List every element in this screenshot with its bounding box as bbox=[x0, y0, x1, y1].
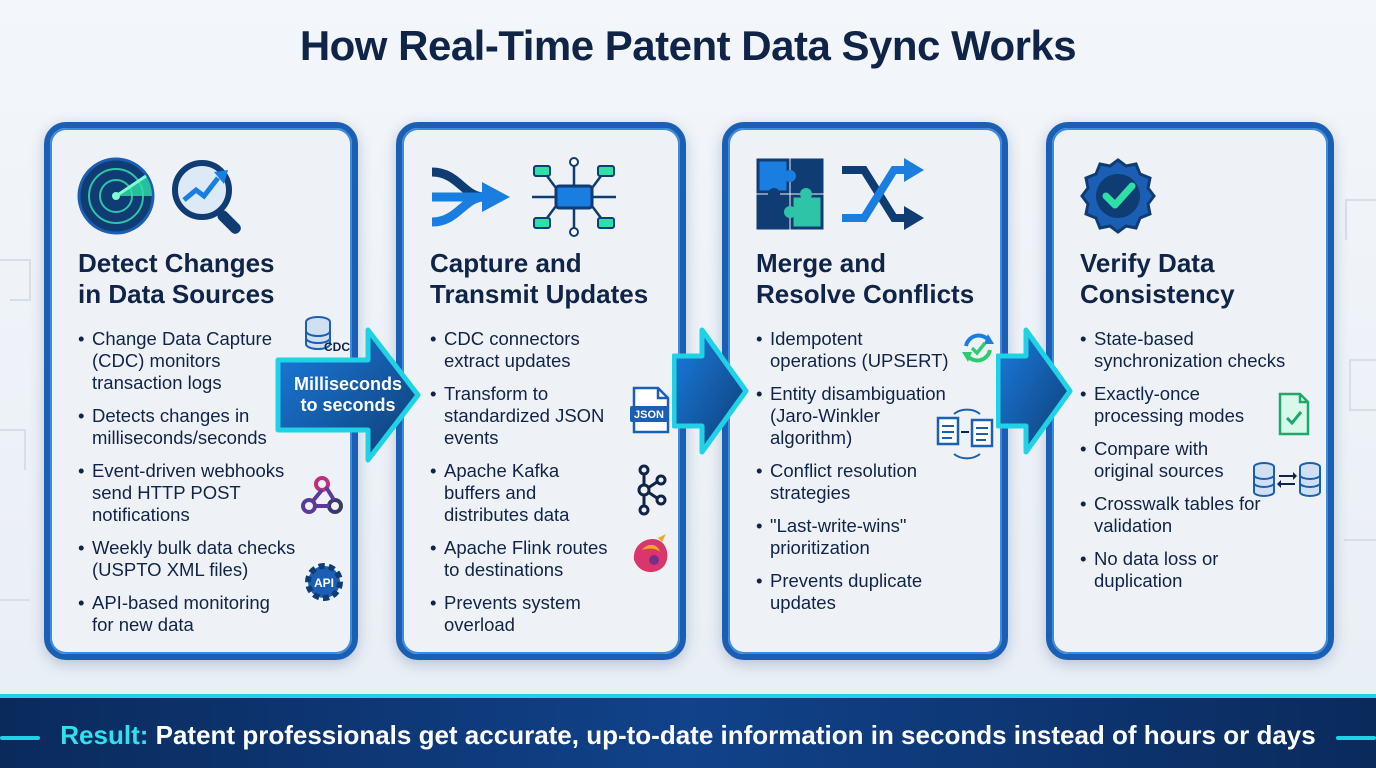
page-title: How Real-Time Patent Data Sync Works bbox=[299, 22, 1077, 69]
result-label: Result: bbox=[60, 720, 149, 750]
banner-accent-right bbox=[1336, 736, 1376, 740]
svg-text:API: API bbox=[314, 576, 334, 590]
puzzle-icon bbox=[756, 158, 824, 230]
json-file-icon: JSON bbox=[630, 386, 670, 434]
list-item: "Last-write-wins" prioritization bbox=[756, 515, 949, 559]
svg-text:JSON: JSON bbox=[634, 409, 664, 421]
shuffle-arrows-icon bbox=[842, 158, 924, 230]
flink-icon bbox=[633, 534, 668, 573]
list-item: Apache Flink routes to destinations bbox=[430, 537, 608, 581]
flow-arrow-2 bbox=[672, 327, 749, 455]
list-item: Prevents system overload bbox=[430, 592, 608, 636]
svg-text:CDC: CDC bbox=[324, 340, 350, 354]
network-hub-icon bbox=[532, 157, 616, 237]
document-compare-icon bbox=[936, 408, 994, 460]
list-item: Idempotent operations (UPSERT) bbox=[756, 328, 949, 372]
list-item: Prevents duplicate updates bbox=[756, 570, 949, 614]
kafka-icon bbox=[637, 464, 667, 516]
list-item: Apache Kafka buffers and distributes dat… bbox=[430, 460, 608, 526]
list-item: Detects changes in milliseconds/seconds bbox=[78, 405, 295, 449]
result-text: Result: Patent professionals get accurat… bbox=[60, 720, 1316, 750]
list-item: Compare with original sources bbox=[1080, 438, 1285, 482]
flow-arrow-1 bbox=[275, 327, 421, 463]
list-item: CDC connectors extract updates bbox=[430, 328, 608, 372]
merge-arrows-icon bbox=[431, 167, 510, 227]
panel-list: CDC connectors extract updates Transform… bbox=[430, 328, 608, 647]
database-compare-icon bbox=[1253, 462, 1321, 497]
flow-arrow-3 bbox=[996, 327, 1073, 455]
panel-list: Change Data Capture (CDC) monitors trans… bbox=[78, 328, 295, 647]
panel-icons bbox=[754, 156, 928, 240]
list-item: API-based monitoring for new data bbox=[78, 592, 295, 636]
panel-icons bbox=[428, 156, 622, 240]
panel-list: State-based synchronization checks Exact… bbox=[1080, 328, 1285, 603]
checked-document-icon bbox=[1278, 392, 1310, 436]
list-item: Crosswalk tables for validation bbox=[1080, 493, 1285, 537]
list-item: Conflict resolution strategies bbox=[756, 460, 949, 504]
banner-accent-left bbox=[0, 736, 40, 740]
magnifier-trend-icon bbox=[172, 160, 241, 234]
panel-icons bbox=[76, 156, 250, 240]
sync-check-icon bbox=[962, 333, 994, 363]
list-item: Exactly-once processing modes bbox=[1080, 383, 1285, 427]
cdc-database-icon: CDC bbox=[305, 316, 350, 354]
radar-icon bbox=[77, 157, 155, 235]
panel-list: Idempotent operations (UPSERT) Entity di… bbox=[756, 328, 949, 625]
list-item: State-based synchronization checks bbox=[1080, 328, 1285, 372]
list-item: Change Data Capture (CDC) monitors trans… bbox=[78, 328, 295, 394]
webhook-icon bbox=[301, 476, 343, 514]
list-item: Entity disambiguation (Jaro-Winkler algo… bbox=[756, 383, 949, 449]
list-item: No data loss or duplication bbox=[1080, 548, 1285, 592]
api-gear-icon: API bbox=[305, 563, 343, 601]
result-banner: Result: Patent professionals get accurat… bbox=[0, 694, 1376, 768]
list-item: Weekly bulk data checks (USPTO XML files… bbox=[78, 537, 295, 581]
panel-icons bbox=[1078, 156, 1158, 240]
verified-badge-icon bbox=[1080, 158, 1156, 234]
list-item: Transform to standardized JSON events bbox=[430, 383, 608, 449]
list-item: Event-driven webhooks send HTTP POST not… bbox=[78, 460, 295, 526]
